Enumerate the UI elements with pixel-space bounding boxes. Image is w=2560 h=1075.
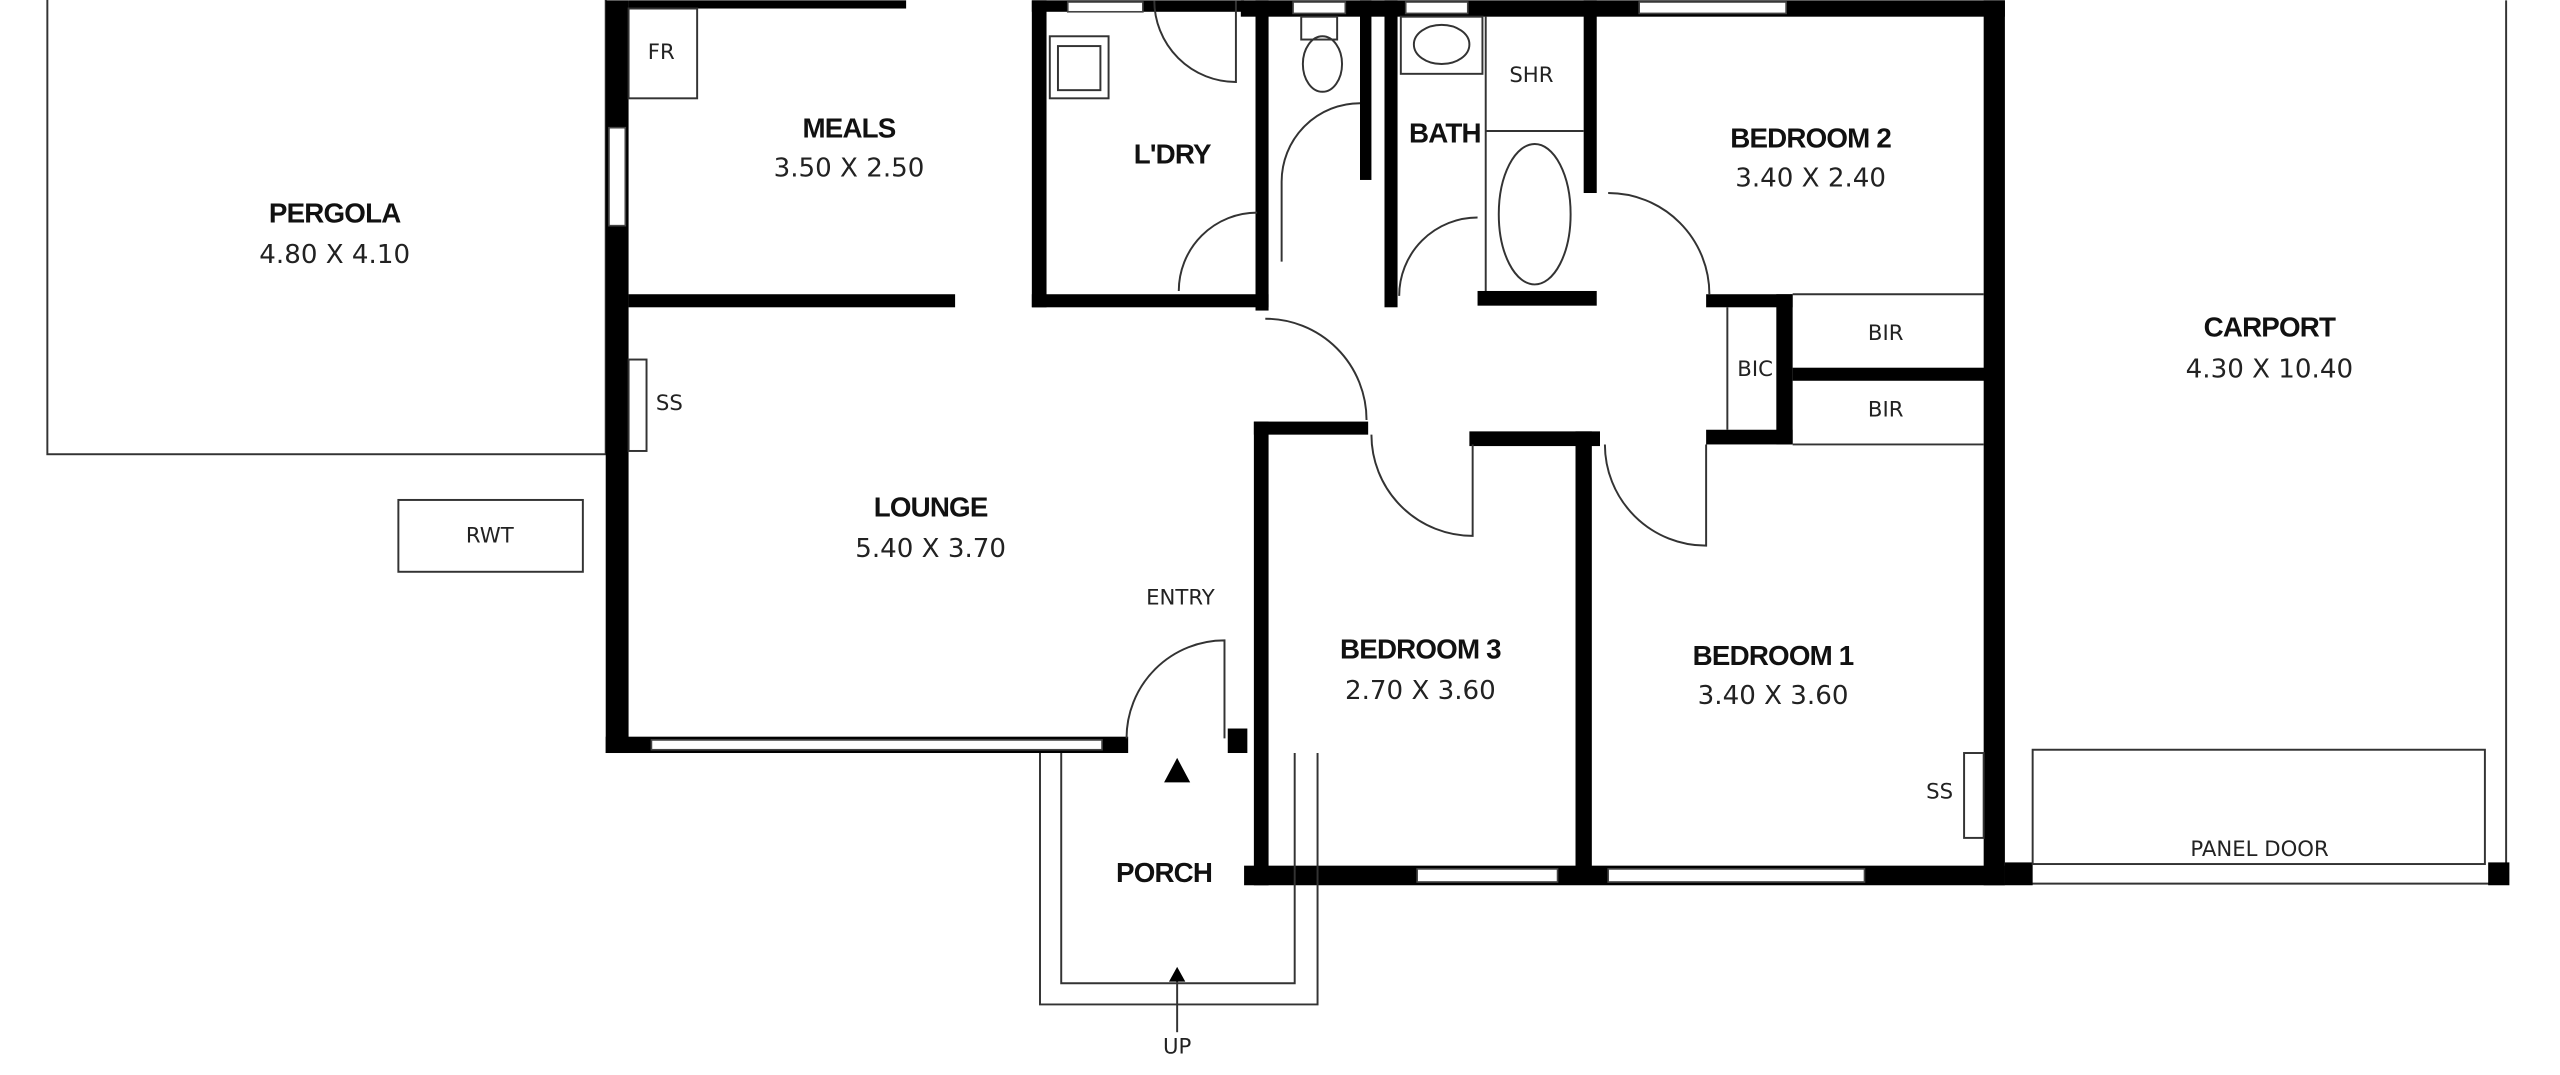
entry-arrow-icon	[1164, 757, 1191, 783]
bir-bottom-label: BIR	[1868, 398, 1904, 423]
bedroom2-size: 3.40 X 2.40	[1735, 163, 1886, 193]
bath-label: BATH	[1409, 117, 1481, 148]
fr-label: FR	[648, 40, 675, 65]
ss-bedroom1-label: SS	[1926, 780, 1953, 805]
bedroom3-size: 2.70 X 3.60	[1345, 676, 1496, 706]
door-swings	[1125, 0, 1711, 739]
carport-post	[2004, 862, 2033, 886]
panel-door	[2031, 748, 2486, 866]
pergola-size: 4.80 X 4.10	[259, 240, 410, 270]
panel-door-label: PANEL DOOR	[2190, 837, 2329, 862]
bedroom2-label: BEDROOM 2	[1730, 122, 1891, 153]
pergola-label: PERGOLA	[269, 197, 401, 228]
meals-label: MEALS	[802, 113, 895, 144]
lounge-size: 5.40 X 3.70	[855, 534, 1006, 564]
carport-size: 4.30 X 10.40	[2186, 355, 2353, 385]
rainwater-tank	[397, 498, 584, 573]
bic-label: BIC	[1737, 357, 1773, 382]
ss-lounge-label: SS	[656, 391, 683, 416]
laundry-label: L'DRY	[1134, 139, 1212, 170]
up-arrow-icon	[1168, 966, 1186, 982]
entry-label: ENTRY	[1146, 585, 1215, 610]
up-label: UP	[1163, 1034, 1192, 1059]
bedroom3-label: BEDROOM 3	[1340, 633, 1501, 664]
carport-label: CARPORT	[2204, 312, 2336, 343]
fixtures	[627, 7, 1985, 1033]
bir-top-label: BIR	[1868, 321, 1904, 346]
shr-label: SHR	[1509, 63, 1553, 88]
bedroom1-size: 3.40 X 3.60	[1698, 681, 1849, 711]
lounge-label: LOUNGE	[874, 491, 988, 522]
rwt-label: RWT	[466, 523, 515, 548]
bedroom1-label: BEDROOM 1	[1693, 640, 1854, 671]
porch-label: PORCH	[1116, 857, 1212, 888]
walls	[605, 0, 2005, 886]
carport-post	[2488, 862, 2510, 886]
meals-size: 3.50 X 2.50	[774, 154, 925, 184]
